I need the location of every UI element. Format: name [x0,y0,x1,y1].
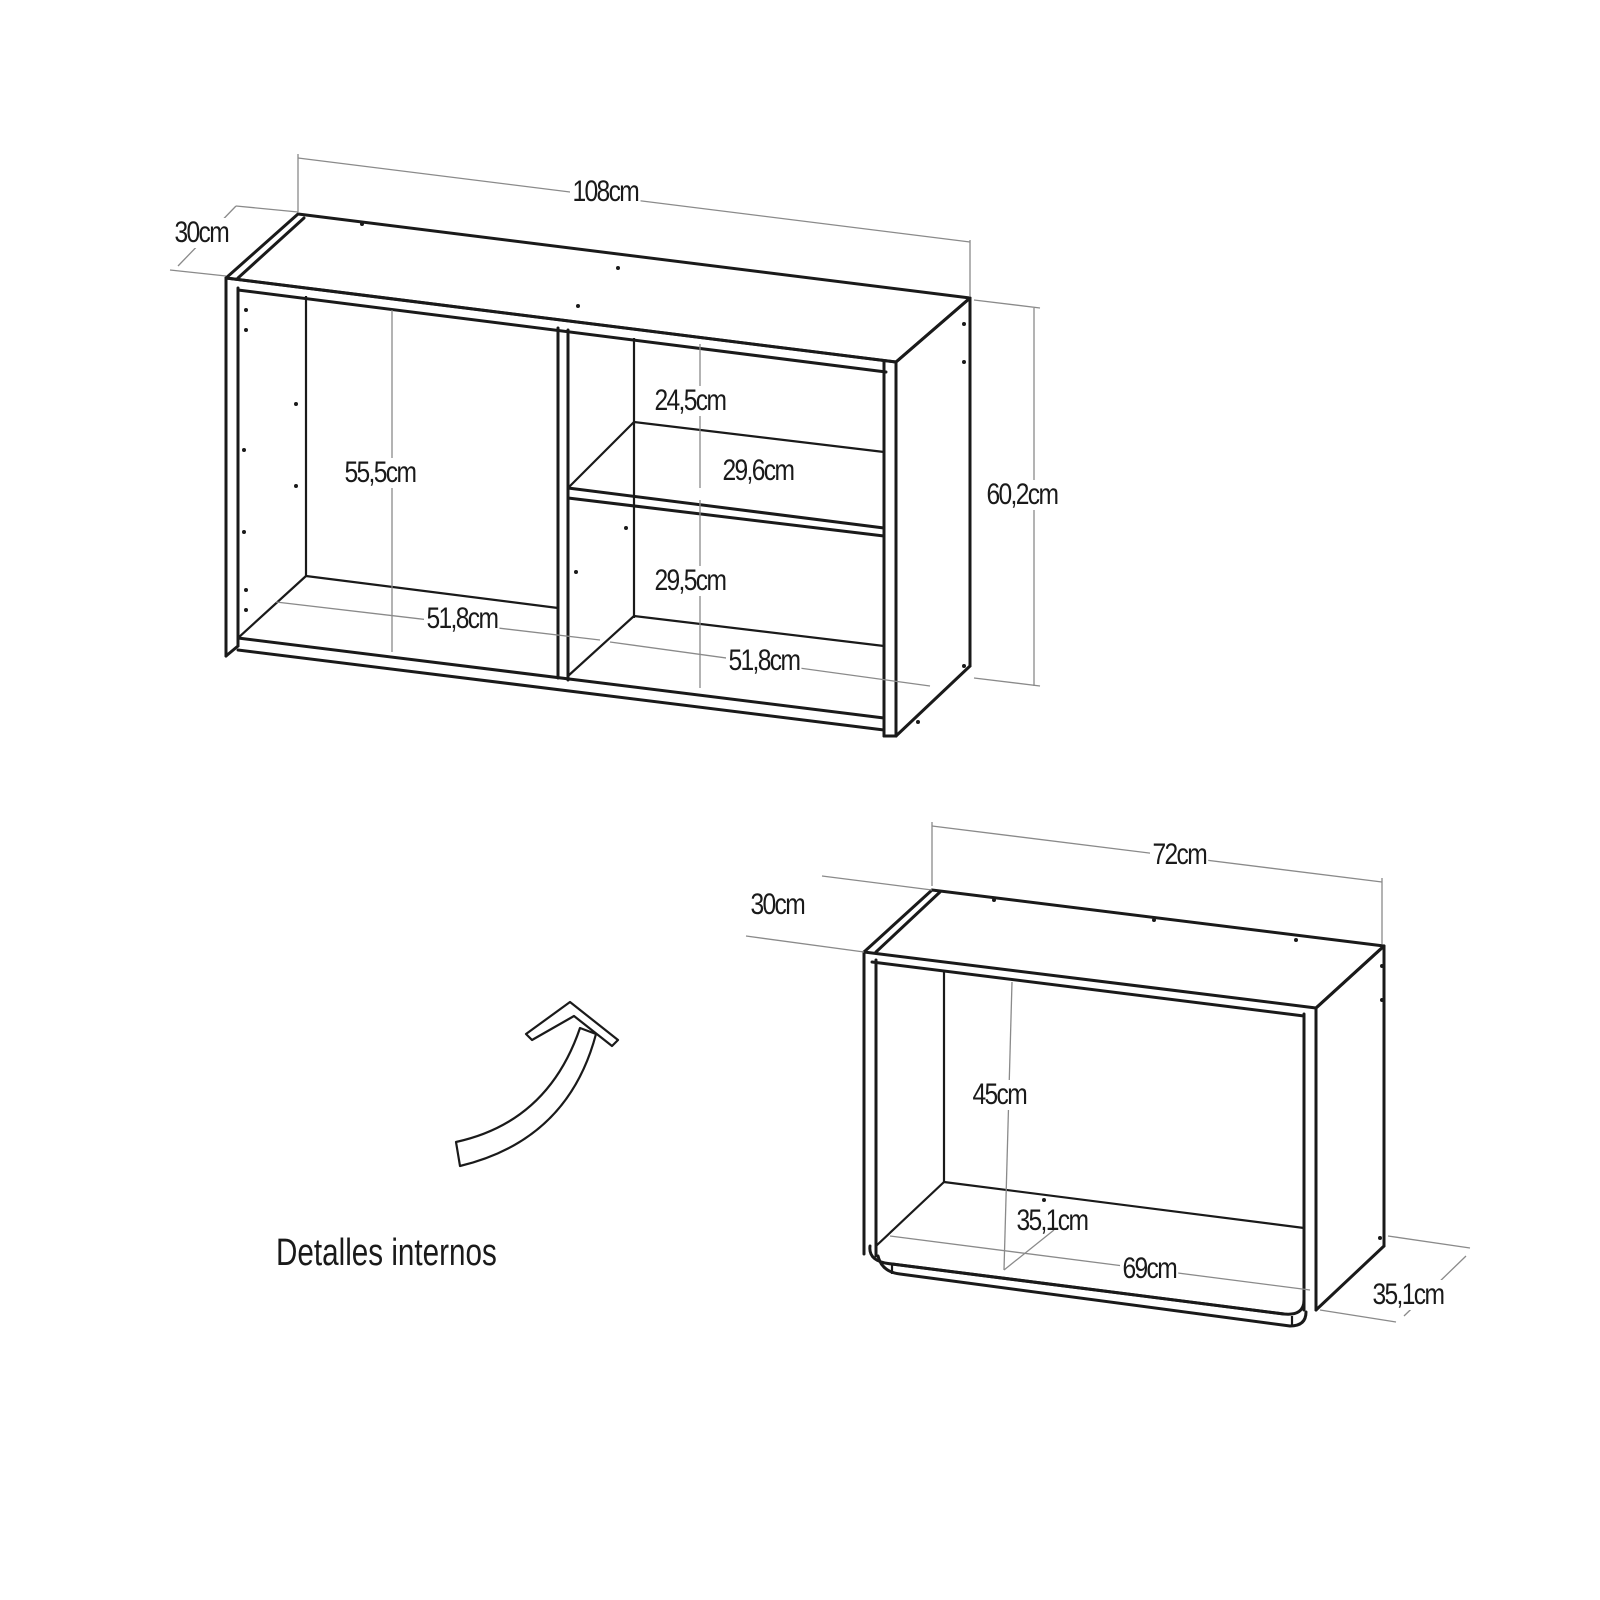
large-height-label: 60,2cm [984,480,1060,510]
internal-details-caption: Detalles internos [276,1232,497,1274]
large-depth-label: 30cm [172,218,231,248]
large-cabinet-top [224,212,972,364]
top-compartment-height-label: 24,5cm [652,386,728,416]
right-compartment-width-label: 51,8cm [726,646,802,676]
large-cabinet-drawing [224,212,972,738]
bottom-compartment-height-label: 29,5cm [652,566,728,596]
small-interior-height-label: 45cm [970,1080,1029,1110]
curved-arrow-icon [454,1000,620,1168]
large-width-label: 108cm [570,177,641,207]
small-depth-label: 30cm [748,890,807,920]
small-base-depth-label: 35,1cm [1370,1280,1446,1310]
small-interior-width-label: 69cm [1120,1254,1179,1284]
small-cabinet-drawing [862,888,1386,1328]
left-compartment-height-label: 55,5cm [342,458,418,488]
large-cabinet-dimensions [169,154,1041,688]
small-cabinet-top [862,888,1386,1010]
small-interior-depth-label: 35,1cm [1016,1204,1088,1237]
left-compartment-width-label: 51,8cm [424,604,500,634]
shelf-depth-label: 29,6cm [722,454,794,487]
small-width-label: 72cm [1150,840,1209,870]
small-cabinet-dimensions [745,822,1471,1323]
